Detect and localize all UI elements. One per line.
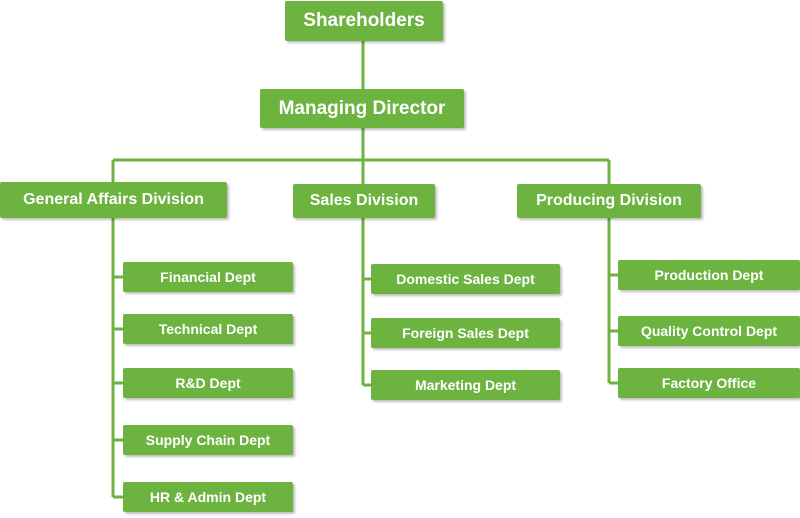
marketing-dept-box[interactable]: Marketing Dept: [371, 370, 560, 400]
producing-division-box[interactable]: Producing Division: [517, 184, 701, 218]
rnd-dept-box[interactable]: R&D Dept: [123, 368, 293, 398]
foreign-sales-dept-box[interactable]: Foreign Sales Dept: [371, 318, 560, 348]
general-affairs-division-box[interactable]: General Affairs Division: [0, 182, 227, 218]
financial-dept-box[interactable]: Financial Dept: [123, 262, 293, 292]
shareholders-box[interactable]: Shareholders: [285, 1, 443, 41]
managing-director-box[interactable]: Managing Director: [260, 89, 464, 128]
supply-chain-dept-box[interactable]: Supply Chain Dept: [123, 425, 293, 455]
production-dept-box[interactable]: Production Dept: [618, 260, 800, 290]
quality-control-dept-box[interactable]: Quality Control Dept: [618, 316, 800, 346]
technical-dept-box[interactable]: Technical Dept: [123, 314, 293, 344]
factory-office-box[interactable]: Factory Office: [618, 368, 800, 398]
domestic-sales-dept-box[interactable]: Domestic Sales Dept: [371, 264, 560, 294]
sales-division-box[interactable]: Sales Division: [293, 184, 435, 218]
hr-admin-dept-box[interactable]: HR & Admin Dept: [123, 482, 293, 512]
